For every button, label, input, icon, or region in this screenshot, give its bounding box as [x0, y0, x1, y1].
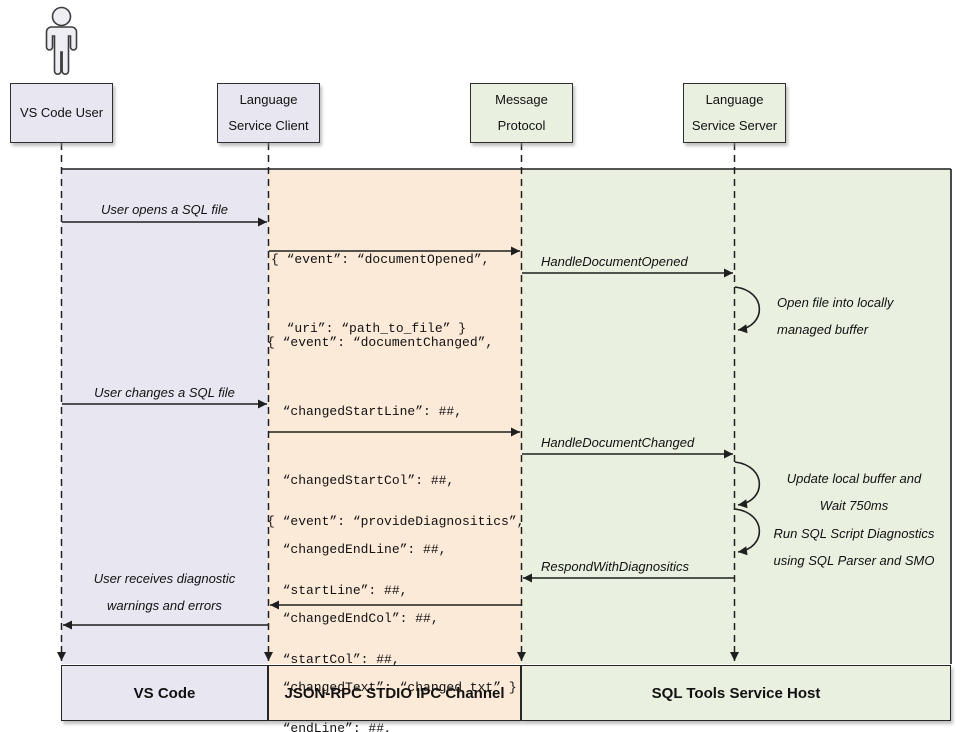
participant-box-vscode-user: VS Code User: [10, 83, 113, 143]
payload-line: “uri”: “path_to_file” }: [271, 321, 467, 336]
payload-line: “changedStartCol”: ##,: [267, 473, 455, 488]
self-loop-open-buffer: [734, 286, 761, 334]
payload-provide-diagnostics: { “event”: “provideDiagnositics”, “start…: [267, 464, 524, 732]
annotation-open-buffer: Open file into locally managed buffer: [777, 289, 937, 343]
payload-line: “startCol”: ##,: [267, 652, 400, 667]
self-loop-update-buffer: [734, 461, 761, 509]
footer-box-sql-tools-service-host: SQL Tools Service Host: [521, 665, 951, 721]
payload-line: “changedText”: “changed txt” }: [267, 680, 517, 695]
self-loop-run-diagnostics: [734, 508, 761, 556]
participant-label: Language: [239, 92, 298, 107]
participant-box-language-service-client: Language Service Client: [217, 83, 320, 143]
footer-box-json-rpc-channel: JSON-RPC STDIO IPC Channel: [268, 665, 521, 721]
participant-box-message-protocol: Message Protocol: [470, 83, 573, 143]
footer-box-vscode: VS Code: [61, 665, 268, 721]
footer-label: SQL Tools Service Host: [651, 684, 821, 702]
payload-document-opened: { “event”: “documentOpened”, “uri”: “pat…: [271, 202, 489, 386]
annotation-line: Open file into locally: [777, 295, 894, 310]
participant-label: Protocol: [497, 118, 546, 133]
payload-line: “changedStartLine”: ##,: [267, 404, 463, 419]
payload-line: “changedEndCol”: ##,: [267, 611, 439, 626]
message-label-handle-opened: HandleDocumentOpened: [541, 254, 688, 269]
payload-document-changed: { “event”: “documentChanged”, “changedSt…: [267, 285, 517, 732]
message-label-handle-changed: HandleDocumentChanged: [541, 435, 695, 450]
annotation-run-diagnostics: Run SQL Script Diagnostics using SQL Par…: [773, 520, 935, 574]
participant-label: VS Code User: [19, 105, 104, 120]
payload-line: “changedEndLine”: ##,: [267, 542, 447, 557]
payload-line: { “event”: “documentOpened”,: [271, 252, 490, 267]
participant-label: Language: [705, 92, 764, 107]
message-label-user-changes: User changes a SQL file: [94, 385, 235, 400]
annotation-line: Run SQL Script Diagnostics: [773, 526, 935, 541]
user-actor-icon: [45, 6, 78, 75]
payload-line: { “event”: “documentChanged”,: [267, 335, 494, 350]
footer-label: JSON-RPC STDIO IPC Channel: [284, 684, 505, 702]
payload-line: “startLine”: ##,: [267, 583, 408, 598]
payload-line: “endLine”: ##,: [267, 721, 392, 732]
message-label-respond: RespondWithDiagnositics: [541, 559, 690, 574]
lane-vscode: [61, 169, 268, 664]
message-label-user-receives: User receives diagnostic warnings and er…: [61, 565, 268, 619]
annotation-line: Wait 750ms: [819, 498, 889, 513]
message-label-line: User receives diagnostic: [93, 571, 236, 586]
message-label-line: warnings and errors: [107, 598, 222, 613]
participant-label: Service Client: [228, 118, 309, 133]
annotation-line: managed buffer: [777, 322, 869, 337]
annotation-line: using SQL Parser and SMO: [773, 553, 935, 568]
footer-label: VS Code: [133, 684, 196, 702]
payload-line: { “event”: “provideDiagnositics”,: [267, 514, 525, 529]
participant-label: Message: [495, 92, 548, 107]
participant-label: Service Server: [691, 118, 778, 133]
participant-box-language-service-server: Language Service Server: [683, 83, 786, 143]
annotation-line: Update local buffer and: [786, 471, 922, 486]
annotation-update-buffer: Update local buffer and Wait 750ms: [773, 465, 935, 519]
lane-host: [521, 169, 951, 664]
message-label-user-opens: User opens a SQL file: [101, 202, 228, 217]
